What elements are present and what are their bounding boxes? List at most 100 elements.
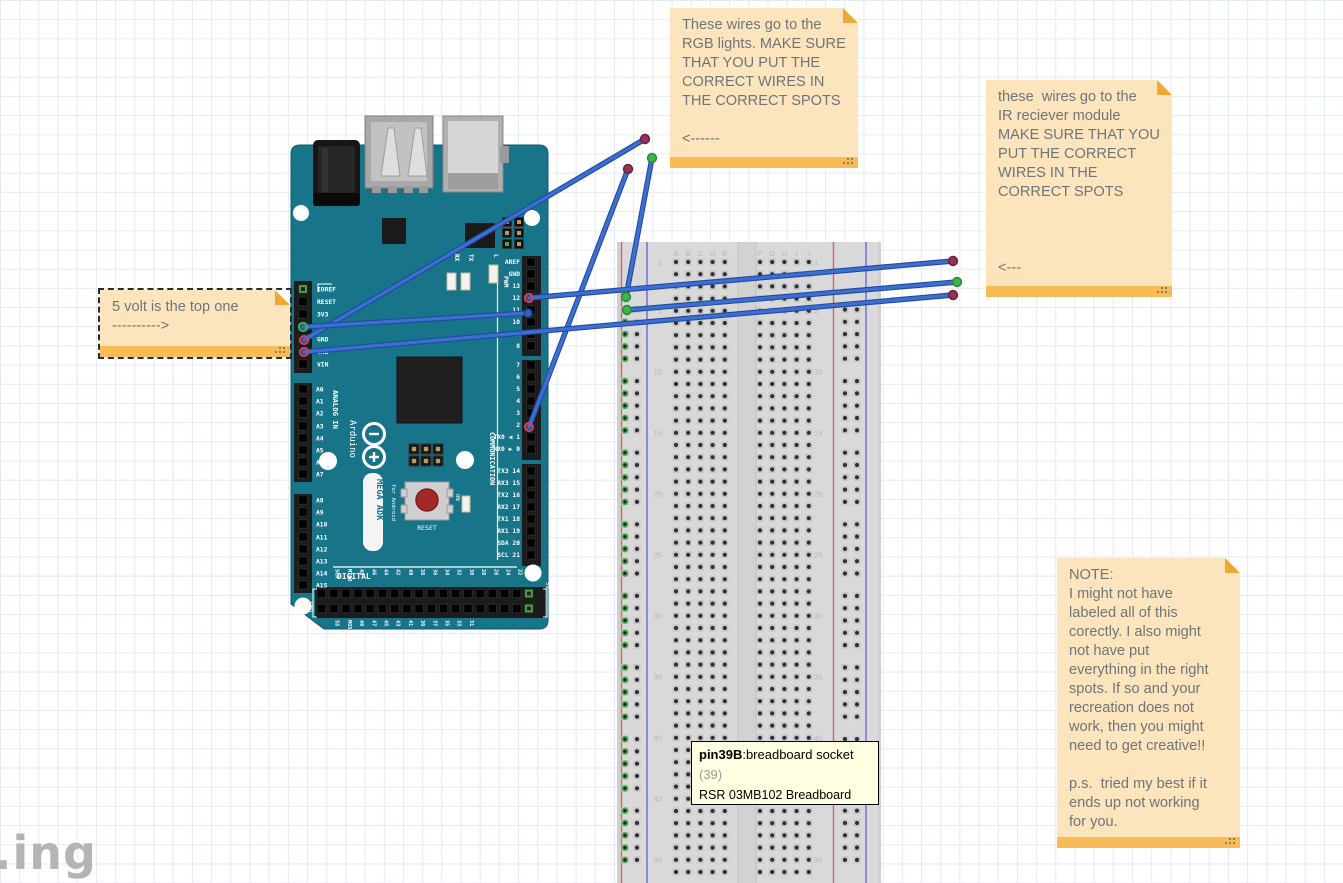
note-resize-grip[interactable] (283, 351, 285, 353)
breadboard-grid-label: 45 (654, 794, 662, 803)
wire-cap-green[interactable] (620, 291, 632, 303)
pin-tooltip: pin39B:breadboard socket (39) RSR 03MB10… (691, 741, 879, 805)
pin-label: TX0 ◀ 1 (493, 434, 520, 441)
note-title-bar[interactable] (670, 157, 858, 168)
note-text[interactable]: NOTE: I might not have labeled all of th… (1069, 567, 1209, 830)
pin-label: 47 (370, 620, 376, 626)
wire-cap-maroon[interactable] (947, 289, 959, 301)
pin-label: 28 (480, 569, 486, 575)
pin-label: A0 (316, 386, 324, 393)
analog-header-2[interactable] (294, 494, 312, 593)
fritzing-watermark: .ing (0, 826, 97, 880)
wire-cap-blue[interactable] (523, 308, 533, 318)
rx-label: RX (453, 254, 460, 262)
pin-label: GND (509, 271, 521, 278)
breadboard-grid-label: B (686, 249, 691, 258)
wire-4[interactable] (526, 258, 956, 301)
reset-button[interactable] (400, 481, 454, 521)
note-title-bar[interactable] (100, 346, 290, 357)
pin-label: SCL 21 (497, 552, 520, 559)
analog-header-1[interactable] (294, 383, 312, 482)
note-resize-grip[interactable] (851, 162, 853, 164)
5v-label: 5V (544, 582, 550, 589)
note-paper[interactable] (1057, 558, 1240, 848)
breadboard-grid-label: E (722, 249, 727, 258)
pin-label: A2 (316, 410, 324, 417)
five-volt-note[interactable]: 5 volt is the top one ----------> (98, 288, 292, 359)
pin-label: 39 (419, 620, 425, 626)
pin-label: 44 (383, 569, 389, 575)
wire-6[interactable] (301, 292, 956, 355)
icsp-header (408, 443, 444, 467)
wire-ring-red[interactable] (523, 421, 535, 433)
pin-label: RX1 19 (497, 528, 520, 535)
arduino-mega-adk-board[interactable]: ANALOG IN Arduino MEGA ADK for Android C… (290, 115, 550, 633)
wire-cap-maroon[interactable] (947, 255, 959, 267)
rgb-wires-note[interactable]: These wires go to the RGB lights. MAKE S… (670, 8, 858, 168)
note-resize-grip[interactable] (1165, 291, 1167, 293)
reset-label: RESET (417, 524, 437, 532)
pin-label: 7 (516, 362, 520, 369)
gnd-label: GND (307, 602, 313, 613)
wire-ring-red[interactable] (523, 292, 535, 304)
pin-label: A3 (316, 423, 324, 430)
wire-cap-maroon[interactable] (622, 163, 634, 175)
wire-cap-green[interactable] (646, 152, 658, 164)
wire-cap-green[interactable] (621, 304, 633, 316)
wire-ring-green[interactable] (297, 321, 309, 333)
note-text[interactable]: These wires go to the RGB lights. MAKE S… (682, 17, 846, 147)
breadboard-grid-label: J (807, 249, 811, 258)
pin-label: 11 (512, 307, 520, 314)
breadboard-right-edge (878, 242, 881, 883)
pin-label: 12 (512, 295, 520, 302)
pin-label: A5 (316, 447, 324, 454)
note-title-bar[interactable] (986, 286, 1172, 297)
breadboard-grid-label: 30 (654, 611, 662, 620)
pwm-label: PWM (502, 276, 509, 288)
wire-2[interactable] (526, 166, 631, 430)
breadboard-grid-label: 40 (654, 733, 662, 742)
pin-label: SCK (334, 569, 340, 579)
disclaimer-note[interactable]: NOTE: I might not have labeled all of th… (1057, 558, 1240, 848)
pin-label: A4 (316, 435, 324, 442)
breadboard-grid-label: 20 (654, 489, 662, 498)
wire-cap-maroon[interactable] (639, 133, 651, 145)
wire-ring-red[interactable] (298, 346, 310, 358)
tooltip-title: pin39B:breadboard socket (699, 747, 854, 762)
note-text[interactable]: these wires go to the IR reciever module… (998, 89, 1160, 276)
mounting-hole (319, 452, 337, 470)
wire-1[interactable] (301, 136, 648, 343)
wire-ring-red[interactable] (298, 334, 310, 346)
l-label: L (492, 254, 499, 258)
wire-7[interactable] (300, 310, 531, 330)
breadboard-grid-label: 15 (654, 428, 662, 437)
note-paper[interactable] (986, 80, 1172, 297)
wire-cap-green[interactable] (951, 276, 963, 288)
pin-label: 6 (516, 374, 520, 381)
pin-label: 4 (516, 398, 520, 405)
pin-label: VIN (317, 361, 329, 368)
note-paper[interactable] (100, 290, 290, 357)
note-text[interactable]: 5 volt is the top one ----------> (112, 299, 239, 334)
wire-3[interactable] (623, 155, 655, 300)
pin-label: A12 (316, 546, 328, 553)
wires-layer[interactable] (297, 133, 963, 433)
tooltip-subtitle: (39) (699, 767, 723, 782)
pin-label: 31 (468, 620, 474, 626)
silkscreen-labels: ANALOG IN Arduino MEGA ADK for Android C… (307, 254, 550, 613)
note-resize-grip[interactable] (1233, 842, 1235, 844)
note-paper[interactable] (670, 8, 858, 168)
wire-5[interactable] (624, 279, 960, 313)
ir-wires-note[interactable]: these wires go to the IR reciever module… (986, 80, 1172, 297)
pin-label: 36 (431, 569, 437, 575)
communication-label: COMMUNICATION (488, 432, 496, 485)
note-title-bar[interactable] (1057, 837, 1240, 848)
mounting-hole (456, 451, 474, 469)
pin-label: 45 (383, 620, 389, 626)
pin-label: RX0 ▶ 0 (493, 446, 520, 453)
breadboard-grid-label: 35 (814, 672, 822, 681)
pin-label: A6 (316, 459, 324, 466)
